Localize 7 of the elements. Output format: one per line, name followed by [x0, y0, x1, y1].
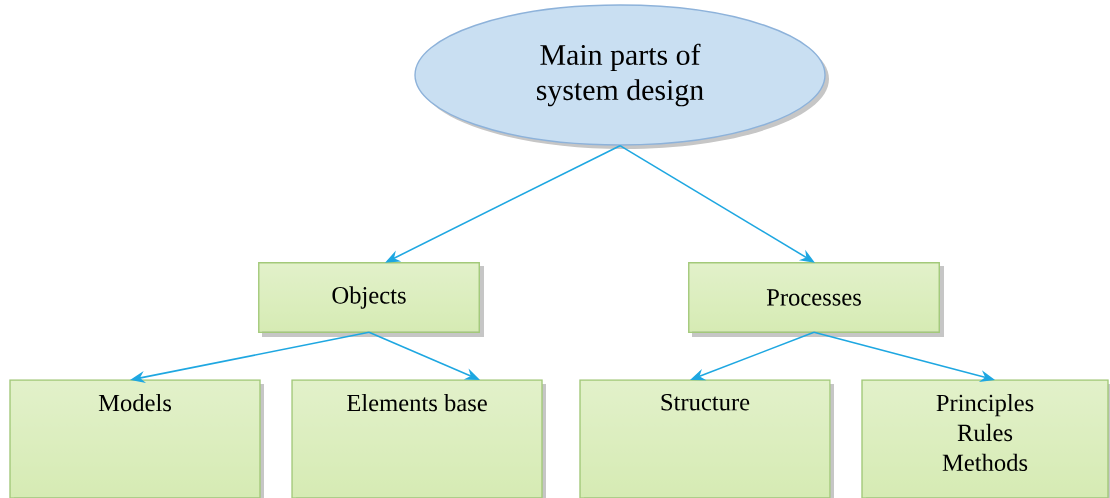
process-box: Models: [9, 379, 264, 498]
oval-node: Main parts of system design: [414, 4, 829, 149]
process-box: Principles Rules Methods: [861, 379, 1110, 498]
process-box: Objects: [258, 262, 484, 337]
process-box: Structure: [579, 379, 834, 498]
process-box: Processes: [688, 262, 944, 337]
process-box: Elements base: [291, 379, 546, 498]
